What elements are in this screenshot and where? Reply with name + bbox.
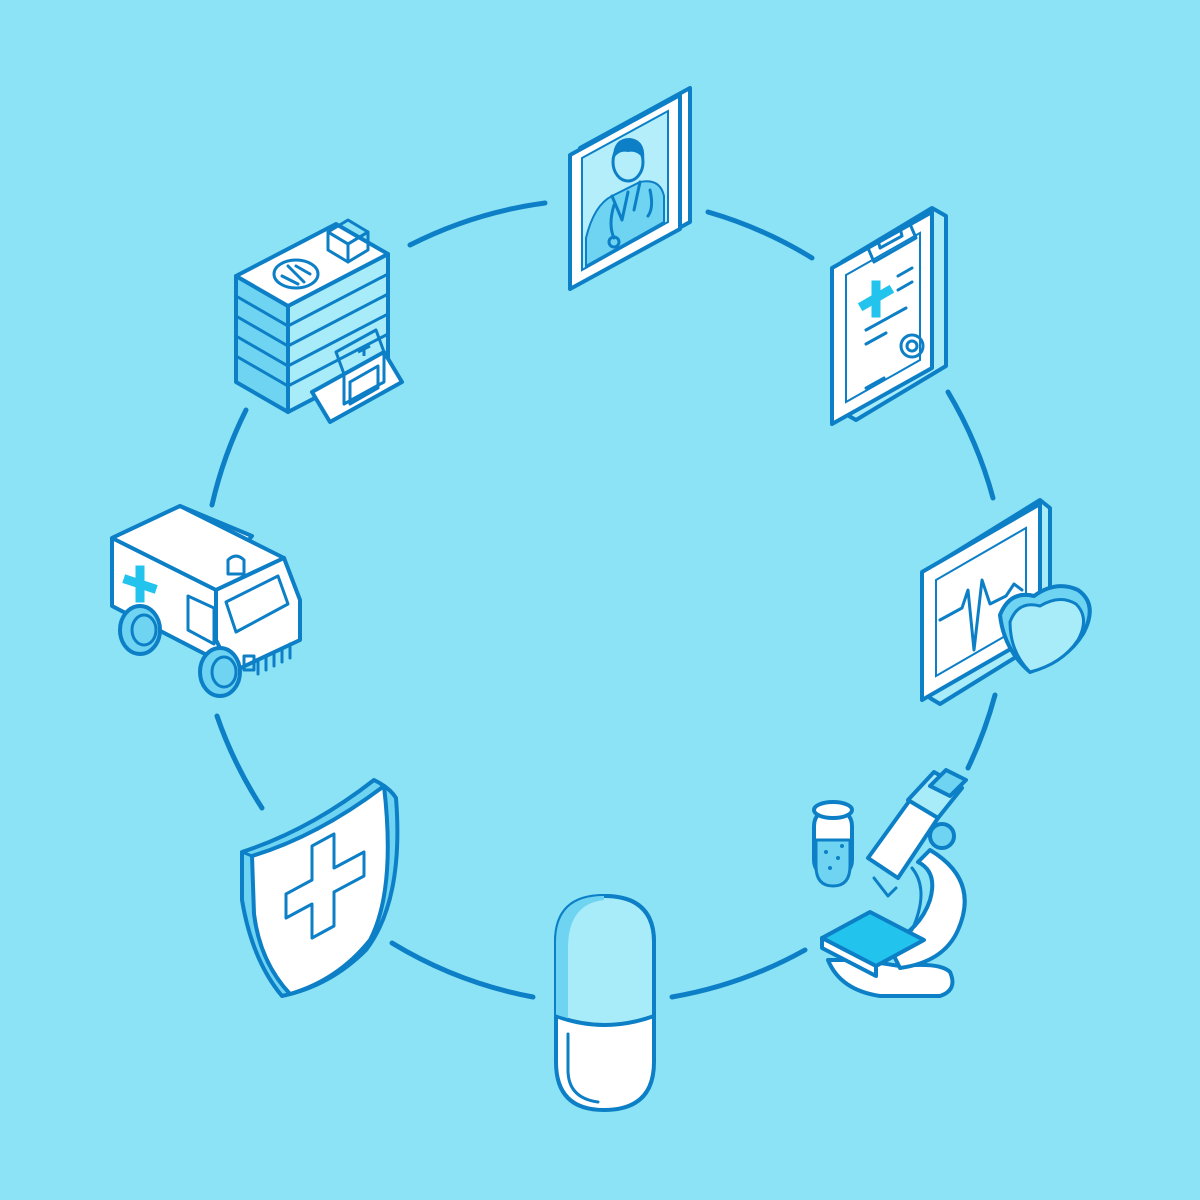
connection-ring (209, 200, 998, 1000)
ring-segment (669, 947, 808, 1000)
shield-cross-icon (240, 778, 400, 998)
ring-segment (209, 407, 249, 508)
ambulance-icon (110, 504, 302, 698)
hospital-building-icon (234, 218, 404, 424)
ring-segment (389, 940, 536, 1000)
microscope-icon (820, 768, 968, 998)
test-tube-icon (812, 800, 854, 888)
capsule-pill-icon (554, 894, 656, 1112)
doctor-portrait-icon (568, 86, 692, 291)
clipboard-report-icon (830, 206, 948, 426)
ring-segment (214, 713, 265, 811)
ring-segment (407, 200, 548, 248)
ring-segment (705, 209, 815, 261)
heart-monitor-icon (920, 498, 1092, 706)
ring-segment (945, 389, 996, 501)
ring-segment (965, 692, 998, 771)
